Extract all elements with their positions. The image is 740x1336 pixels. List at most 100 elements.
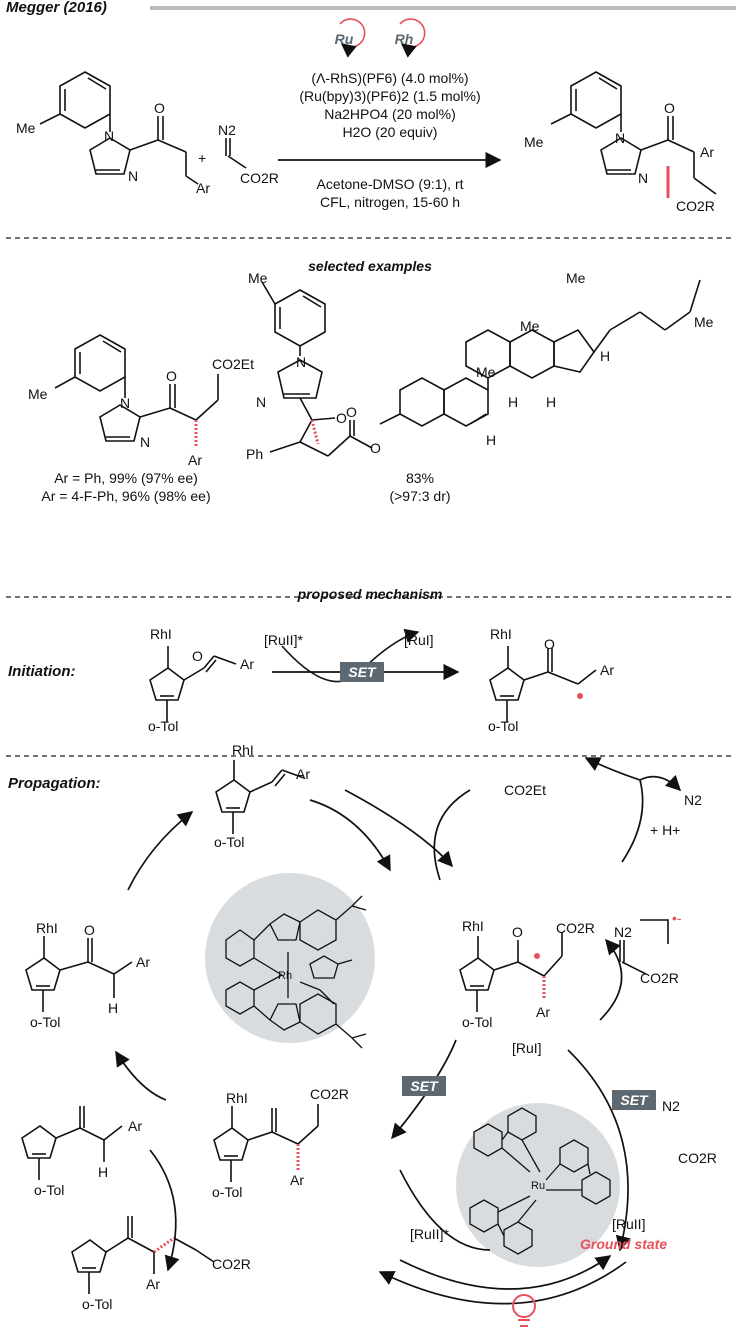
free-ketone-left bbox=[21, 1106, 123, 1180]
sm-ar: Ar bbox=[196, 180, 210, 196]
section-examples: selected examples bbox=[308, 258, 432, 274]
ex1-o: O bbox=[166, 368, 177, 384]
ex2-o1: O bbox=[336, 410, 347, 426]
header-title: Megger (2016) bbox=[6, 0, 107, 16]
prop-adduct-ester: CO2R bbox=[556, 920, 595, 936]
prop-ru-excited: [RuII]* bbox=[410, 1226, 449, 1242]
prop-left-rh: RhI bbox=[36, 920, 58, 936]
init-radical-o: O bbox=[544, 636, 555, 652]
ex2-me-side: Me bbox=[566, 270, 586, 286]
sm-n1: N bbox=[104, 128, 115, 144]
prop-left-ar: Ar bbox=[136, 954, 150, 970]
ex2-h2: H bbox=[508, 394, 519, 410]
prop-diazo-ester-right: CO2R bbox=[678, 1150, 717, 1166]
prop-free-ar: Ar bbox=[128, 1118, 142, 1134]
condition-line-2: CFL, nitrogen, 15-60 h bbox=[319, 194, 461, 210]
condition-line-1: Acetone-DMSO (9:1), rt bbox=[316, 176, 464, 192]
sm-me: Me bbox=[16, 120, 36, 136]
ru-cycle-badge bbox=[339, 18, 366, 58]
product-ar: Ar bbox=[700, 144, 714, 160]
prop-enolate-rh: RhI bbox=[232, 742, 254, 758]
product-o: O bbox=[664, 100, 675, 116]
initiation-label: Initiation: bbox=[8, 663, 76, 680]
prop-diazo-ester: CO2R bbox=[640, 970, 679, 986]
ground-state-label: Ground state bbox=[580, 1236, 668, 1252]
ex1-ar: Ar bbox=[188, 452, 202, 468]
reagent-line-4: H2O (20 equiv) bbox=[342, 124, 438, 140]
prop-bottom-otol: o-Tol bbox=[212, 1184, 243, 1200]
init-set-badge: SET bbox=[340, 662, 384, 682]
ex2-me-tail: Me bbox=[694, 314, 714, 330]
initiation-radical-dot bbox=[577, 693, 583, 699]
prop-final-ester: CO2R bbox=[212, 1256, 251, 1272]
ex2-me-angular-1: Me bbox=[476, 364, 496, 380]
init-radical-otol: o-Tol bbox=[488, 718, 519, 734]
rh-radical-adduct bbox=[459, 932, 563, 1012]
init-rh: RhI bbox=[150, 626, 172, 642]
prop-set-right: SET bbox=[612, 1090, 656, 1110]
rh-center-label: Rh bbox=[278, 970, 293, 982]
prop-adduct-o: O bbox=[512, 924, 523, 940]
diazo-n2: N2 bbox=[218, 122, 236, 138]
prop-radical-anion-charge: •- bbox=[672, 910, 682, 926]
ex1-result-1: Ar = Ph, 99% (97% ee) bbox=[54, 470, 198, 486]
adduct-radical-dot bbox=[534, 953, 540, 959]
init-ar: Ar bbox=[240, 656, 254, 672]
product-ester: CO2R bbox=[676, 198, 715, 214]
rh-product-bottom bbox=[213, 1104, 319, 1182]
example-2-stereo-hash bbox=[310, 419, 320, 445]
final-product bbox=[71, 1216, 215, 1294]
product-n1: N bbox=[615, 130, 626, 146]
prop-ru-reduced: [RuI] bbox=[512, 1040, 542, 1056]
ru-badge-label: Ru bbox=[334, 31, 354, 47]
prop-diazo-n2-right: N2 bbox=[662, 1098, 680, 1114]
diazo-ester: CO2R bbox=[240, 170, 279, 186]
init-ru-reduced: [RuI] bbox=[404, 632, 434, 648]
prop-left-otol: o-Tol bbox=[30, 1014, 61, 1030]
rh-catalyst-circle bbox=[205, 873, 375, 1043]
enolate-top bbox=[215, 760, 305, 834]
example-1-structure bbox=[54, 334, 219, 442]
prop-final-ar: Ar bbox=[146, 1276, 160, 1292]
prop-enolate-otol: o-Tol bbox=[214, 834, 245, 850]
product bbox=[550, 71, 717, 195]
ex2-o2: O bbox=[346, 404, 357, 420]
ex2-n1: N bbox=[296, 354, 307, 370]
ex2-h1: H bbox=[600, 348, 611, 364]
prop-proton: + H+ bbox=[650, 822, 681, 838]
ex2-h3: H bbox=[546, 394, 557, 410]
ex1-n2: N bbox=[140, 434, 151, 450]
sm-o: O bbox=[154, 100, 165, 116]
prop-ru-ground: [RuII] bbox=[612, 1216, 646, 1232]
propagation-label: Propagation: bbox=[8, 775, 101, 792]
reagent-line-1: (Λ-RhS)(PF6) (4.0 mol%) bbox=[311, 70, 469, 86]
ex2-n2: N bbox=[256, 394, 267, 410]
product-me: Me bbox=[524, 134, 544, 150]
prop-n2-release: N2 bbox=[684, 792, 702, 808]
prop-free-otol: o-Tol bbox=[34, 1182, 65, 1198]
rh-catalyst-structure bbox=[225, 895, 367, 1049]
prop-adduct-ar: Ar bbox=[536, 1004, 550, 1020]
prop-final-otol: o-Tol bbox=[82, 1296, 113, 1312]
prop-bottom-rh: RhI bbox=[226, 1090, 248, 1106]
ex2-ph: Ph bbox=[246, 446, 264, 462]
diazo-radical-anion bbox=[619, 919, 669, 975]
init-o: O bbox=[192, 648, 203, 664]
ex2-o3: O bbox=[370, 440, 381, 456]
prop-radical-ester: CO2Et bbox=[504, 782, 547, 798]
ru-catalyst-circle bbox=[456, 1103, 620, 1267]
ex1-me: Me bbox=[28, 386, 48, 402]
rh-badge-label: Rh bbox=[394, 31, 414, 47]
prop-adduct-rh: RhI bbox=[462, 918, 484, 934]
rh-cycle-badge bbox=[399, 18, 426, 58]
prop-enolate-ar: Ar bbox=[296, 766, 310, 782]
init-radical-rh: RhI bbox=[490, 626, 512, 642]
ex2-me-aryl: Me bbox=[248, 270, 268, 286]
prop-set-left: SET bbox=[402, 1076, 446, 1096]
rh-ketone-left bbox=[25, 936, 133, 1012]
example-2-structure bbox=[261, 279, 701, 457]
plus-sign: + bbox=[198, 150, 207, 166]
init-ru-excited: [RuII]* bbox=[264, 632, 303, 648]
